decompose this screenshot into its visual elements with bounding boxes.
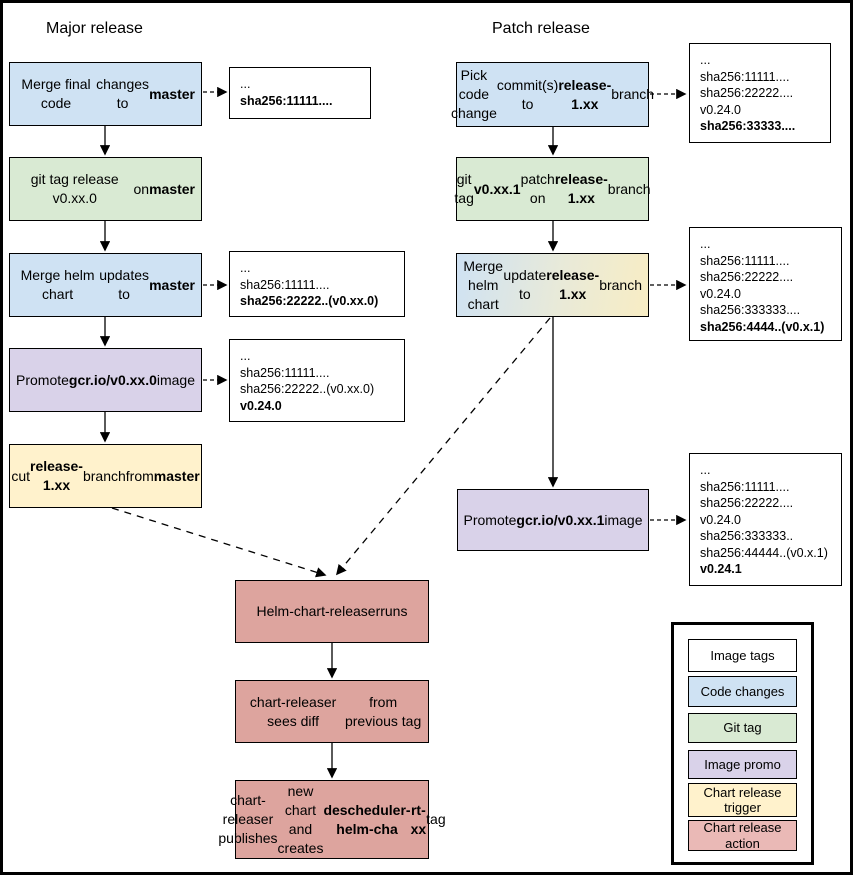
- text-segment: image: [156, 371, 196, 388]
- text-segment: git tag: [454, 171, 474, 206]
- annotation-line: ...: [700, 53, 711, 67]
- text-segment: updates to: [99, 267, 150, 302]
- text-segment: chart-releaser sees diff: [249, 693, 337, 729]
- annotation-line: v0.24.1: [700, 562, 742, 576]
- annotation-line: ...: [700, 463, 711, 477]
- text-segment: descheduler-helm-cha: [323, 801, 411, 837]
- annotation-line: sha256:22222....: [700, 496, 794, 510]
- annotation-line: sha256:333333..: [700, 529, 794, 543]
- annotation-line: sha256:11111....: [700, 69, 790, 84]
- text-segment: master: [149, 276, 195, 293]
- text-segment: branch: [611, 86, 655, 102]
- text-segment: commit(s) to: [496, 76, 559, 112]
- text-segment: branch: [82, 467, 126, 484]
- annotation-line: v0.24.0: [700, 102, 742, 117]
- annotation-line: sha256:11111....: [700, 479, 790, 494]
- text-segment: on: [133, 180, 150, 197]
- text-segment: Promote: [16, 371, 69, 388]
- text-segment: release-1.xx: [30, 458, 83, 493]
- text-segment: image: [604, 511, 643, 528]
- legend: Image tags Code changes Git tag Image pr…: [671, 622, 814, 865]
- annotation-line: sha256:22222....: [700, 86, 794, 100]
- node-git-tag-release: git tag release v0.xx.0 on master: [9, 157, 202, 221]
- text-segment: master: [153, 467, 200, 484]
- text-segment: tag: [426, 811, 446, 827]
- annotation-line: sha256:22222..(v0.xx.0): [240, 294, 379, 308]
- legend-item-image-tags: Image tags: [688, 639, 797, 672]
- text-segment: git tag release v0.xx.0: [30, 171, 119, 206]
- text-segment: Pick code change: [450, 67, 497, 121]
- text-segment: from previous tag: [344, 693, 422, 729]
- annotation-line: sha256:333333....: [700, 303, 801, 317]
- patch-release-title: Patch release: [492, 20, 590, 37]
- text-segment: release-1.xx: [554, 171, 608, 206]
- annotation-major-helm: ... sha256:11111.... sha256:22222..(v0.x…: [229, 251, 405, 317]
- annotation-major-promote: ... sha256:11111.... sha256:22222..(v0.x…: [229, 339, 405, 422]
- arrow-cut-branch-to-releaser: [111, 507, 327, 578]
- text-segment: rt-xx: [410, 801, 427, 837]
- text-segment: Promote: [463, 511, 517, 528]
- annotation-line: sha256:11111....: [240, 93, 333, 108]
- annotation-line: sha256:22222..(v0.xx.0): [240, 382, 375, 396]
- text-segment: update to: [503, 267, 547, 302]
- annotation-patch-pick: ... sha256:11111.... sha256:22222.... v0…: [689, 43, 831, 143]
- text-segment: master: [149, 85, 195, 102]
- annotation-major-code: ... sha256:11111....: [229, 67, 371, 119]
- text-segment: branch: [607, 180, 651, 197]
- text-segment: gcr.io/v0.xx.0: [68, 371, 157, 388]
- major-release-title: Major release: [46, 20, 143, 37]
- annotation-line: v0.24.0: [700, 512, 742, 527]
- annotation-line: sha256:44444..(v0.x.1): [700, 545, 828, 560]
- text-segment: patch on: [520, 171, 555, 206]
- text-segment: changes to: [96, 76, 150, 111]
- annotation-line: ...: [240, 261, 251, 275]
- annotation-line: ...: [240, 349, 251, 363]
- text-segment: branch: [599, 276, 642, 293]
- text-segment: Merge helm chart: [463, 257, 504, 312]
- text-segment: release-1.xx: [546, 267, 600, 302]
- annotation-patch-promote: ... sha256:11111.... sha256:22222.... v0…: [689, 453, 842, 586]
- annotation-line: sha256:22222....: [700, 270, 794, 284]
- annotation-line: v0.24.0: [240, 398, 282, 413]
- text-segment: Merge final code: [21, 76, 91, 111]
- annotation-line: sha256:11111....: [700, 253, 790, 268]
- legend-item-chart-release-action: Chart release action: [688, 820, 797, 851]
- annotation-line: ...: [240, 77, 251, 91]
- text-segment: cut: [11, 467, 31, 484]
- text-segment: release-1.xx: [558, 76, 612, 112]
- annotation-line: ...: [700, 237, 711, 251]
- text-segment: master: [149, 180, 195, 197]
- legend-item-image-promo: Image promo: [688, 750, 797, 779]
- legend-item-code-changes: Code changes: [688, 676, 797, 707]
- annotation-patch-helm: ... sha256:11111.... sha256:22222.... v0…: [689, 227, 842, 341]
- text-segment: from: [125, 467, 154, 484]
- annotation-line: sha256:33333....: [700, 119, 796, 133]
- text-segment: v0.xx.1: [473, 180, 521, 197]
- text-segment: gcr.io/v0.xx.1: [516, 511, 605, 528]
- text-segment: runs: [380, 603, 408, 619]
- annotation-line: sha256:11111....: [240, 365, 330, 380]
- annotation-line: v0.24.0: [700, 286, 742, 301]
- annotation-line: sha256:11111....: [240, 277, 330, 292]
- text-segment: Merge helm chart: [20, 267, 95, 302]
- text-segment: new chart and creates: [277, 782, 324, 856]
- legend-item-git-tag: Git tag: [688, 713, 797, 743]
- text-segment: chart-releaser publishes: [218, 792, 278, 846]
- legend-item-chart-release-trigger: Chart release trigger: [688, 783, 797, 817]
- annotation-line: sha256:4444..(v0.x.1): [700, 319, 825, 334]
- text-segment: Helm-chart-releaser: [256, 603, 381, 619]
